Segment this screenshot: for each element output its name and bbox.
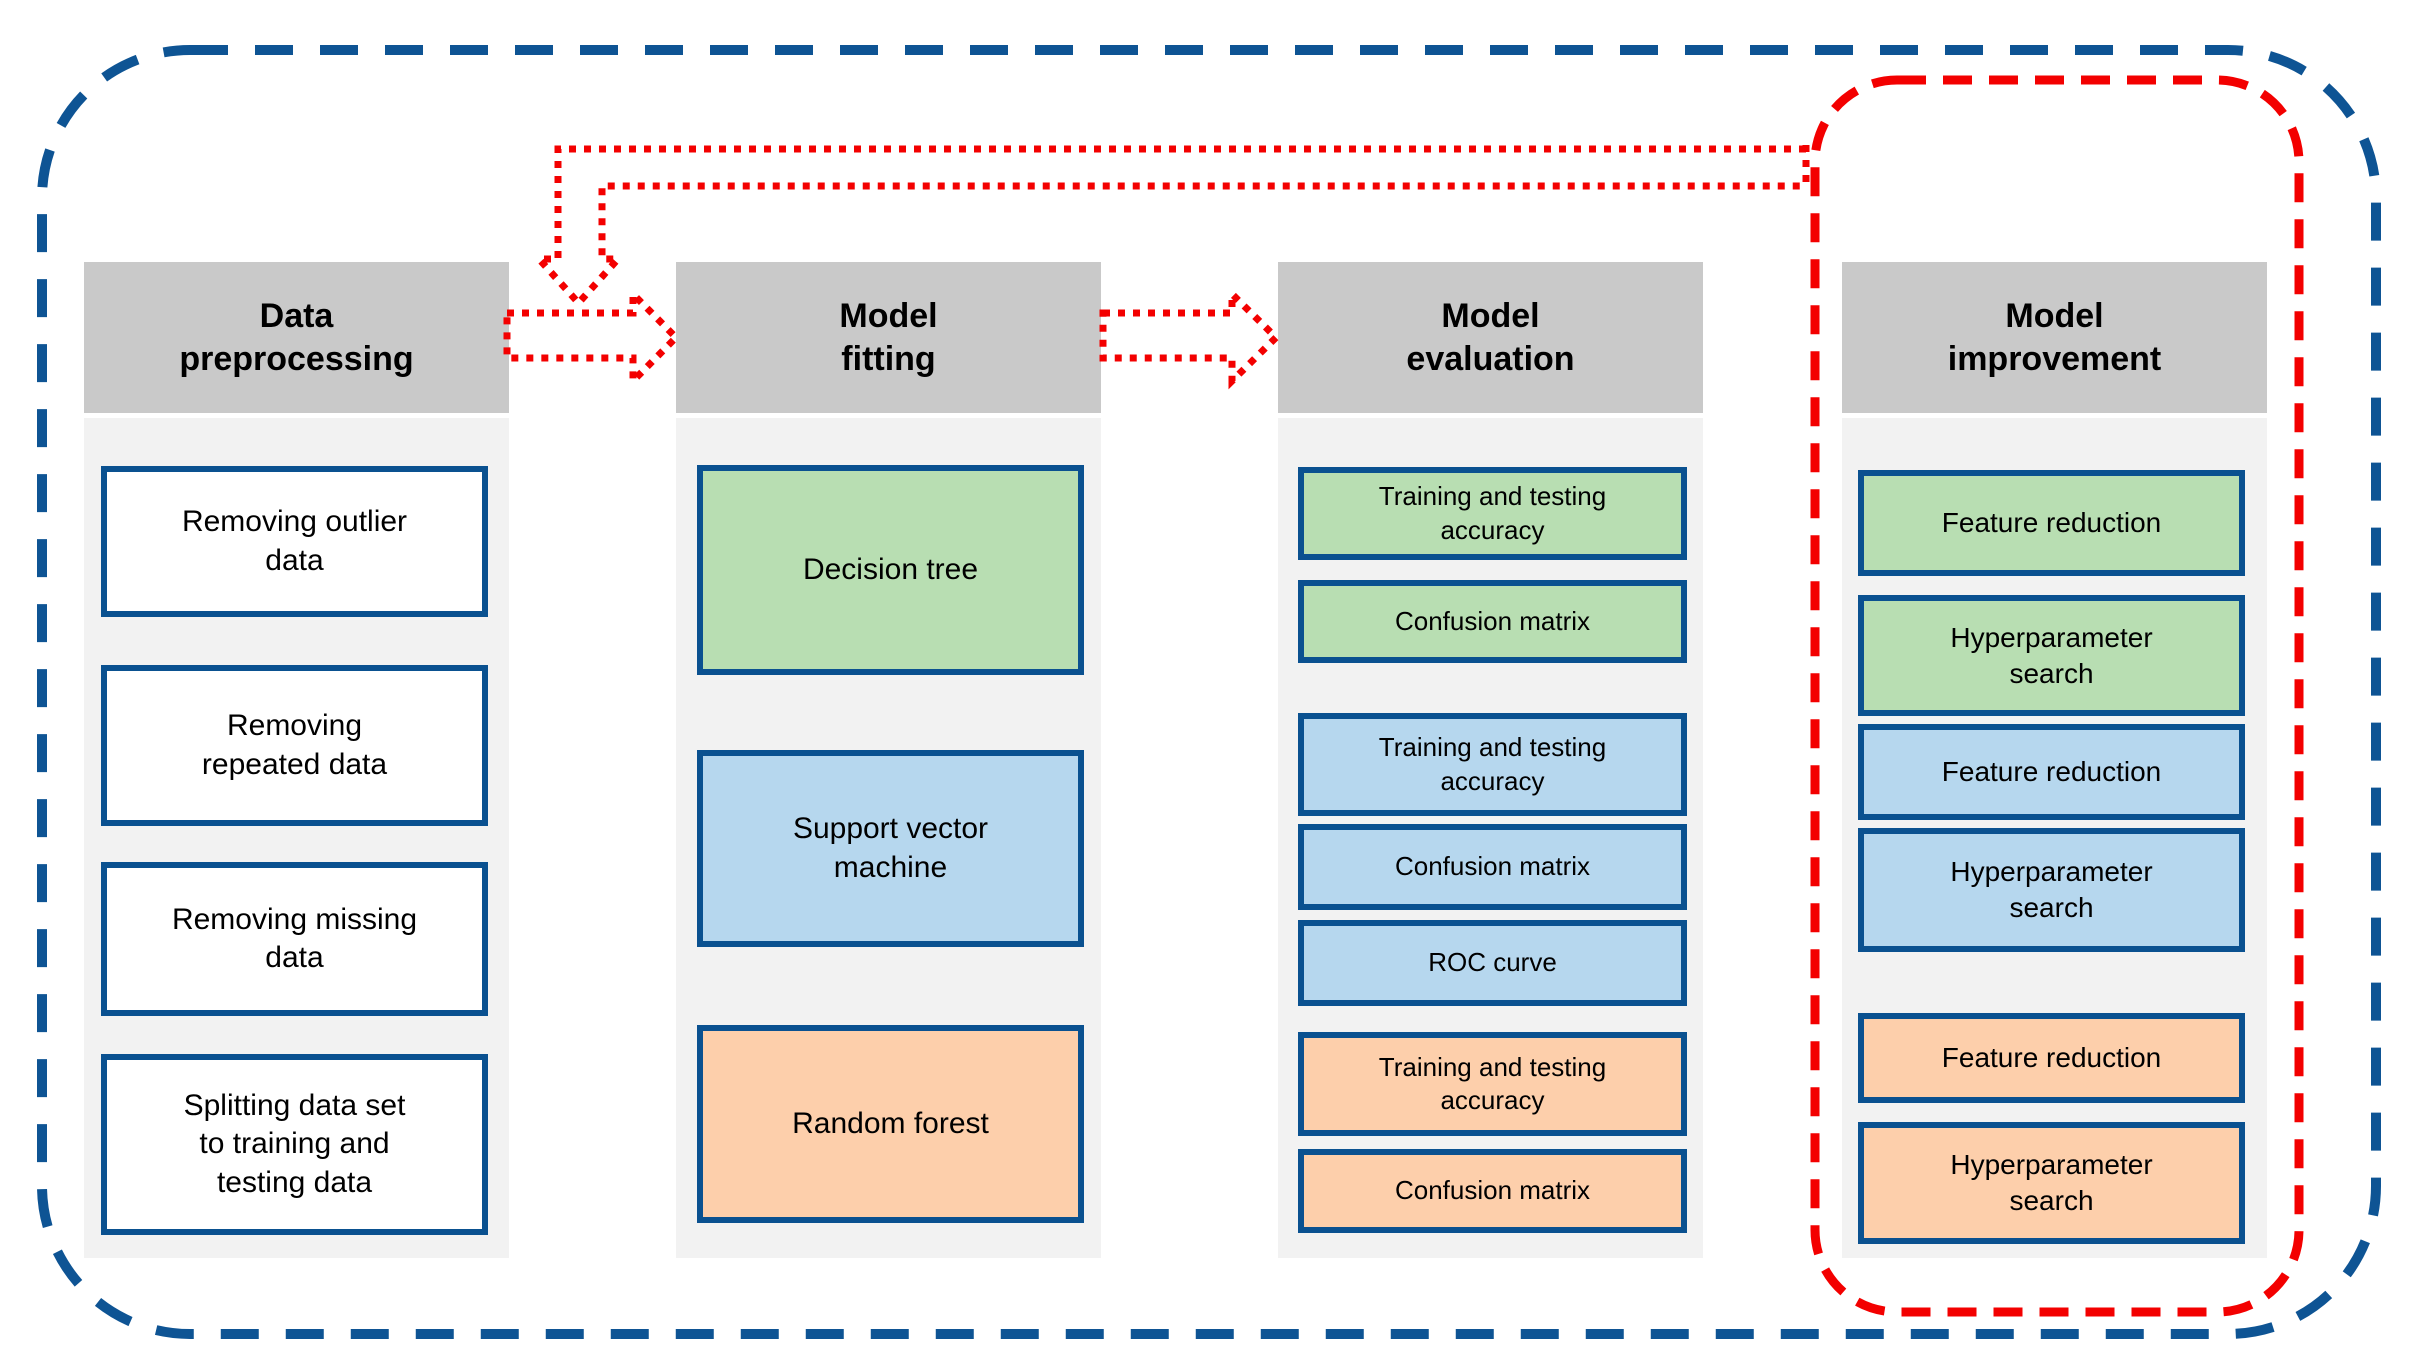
column-body-data-preprocessing: Removing outlier data Removing repeated … [84, 418, 509, 1258]
box-train-test-accuracy-svm: Training and testing accuracy [1298, 713, 1687, 816]
box-hyperparameter-search-svm: Hyperparameter search [1858, 828, 2245, 952]
box-train-test-accuracy-rf: Training and testing accuracy [1298, 1032, 1687, 1136]
box-train-test-accuracy-dt: Training and testing accuracy [1298, 467, 1687, 560]
box-feature-reduction-dt: Feature reduction [1858, 470, 2245, 576]
box-decision-tree: Decision tree [697, 465, 1084, 675]
column-body-model-evaluation: Training and testing accuracy Confusion … [1278, 418, 1703, 1258]
box-hyperparameter-search-dt: Hyperparameter search [1858, 595, 2245, 716]
box-removing-missing-data: Removing missing data [101, 862, 488, 1016]
flow-arrow-right-1-icon [503, 285, 681, 390]
box-confusion-matrix-dt: Confusion matrix [1298, 580, 1687, 663]
box-removing-outlier-data: Removing outlier data [101, 466, 488, 617]
box-support-vector-machine: Support vector machine [697, 750, 1084, 947]
box-confusion-matrix-rf: Confusion matrix [1298, 1149, 1687, 1233]
column-header-data-preprocessing: Data preprocessing [84, 262, 509, 413]
box-confusion-matrix-svm: Confusion matrix [1298, 824, 1687, 910]
column-body-model-improvement: Feature reduction Hyperparameter search … [1842, 418, 2267, 1258]
box-splitting-data-set: Splitting data set to training and testi… [101, 1054, 488, 1235]
box-feature-reduction-rf: Feature reduction [1858, 1013, 2245, 1103]
box-removing-repeated-data: Removing repeated data [101, 665, 488, 826]
box-roc-curve: ROC curve [1298, 920, 1687, 1006]
box-feature-reduction-svm: Feature reduction [1858, 724, 2245, 820]
box-hyperparameter-search-rf: Hyperparameter search [1858, 1122, 2245, 1244]
column-header-model-fitting: Model fitting [676, 262, 1101, 413]
flow-arrow-right-2-icon [1099, 285, 1281, 390]
column-body-model-fitting: Decision tree Support vector machine Ran… [676, 418, 1101, 1258]
box-random-forest: Random forest [697, 1025, 1084, 1223]
column-header-model-improvement: Model improvement [1842, 262, 2267, 413]
column-header-model-evaluation: Model evaluation [1278, 262, 1703, 413]
